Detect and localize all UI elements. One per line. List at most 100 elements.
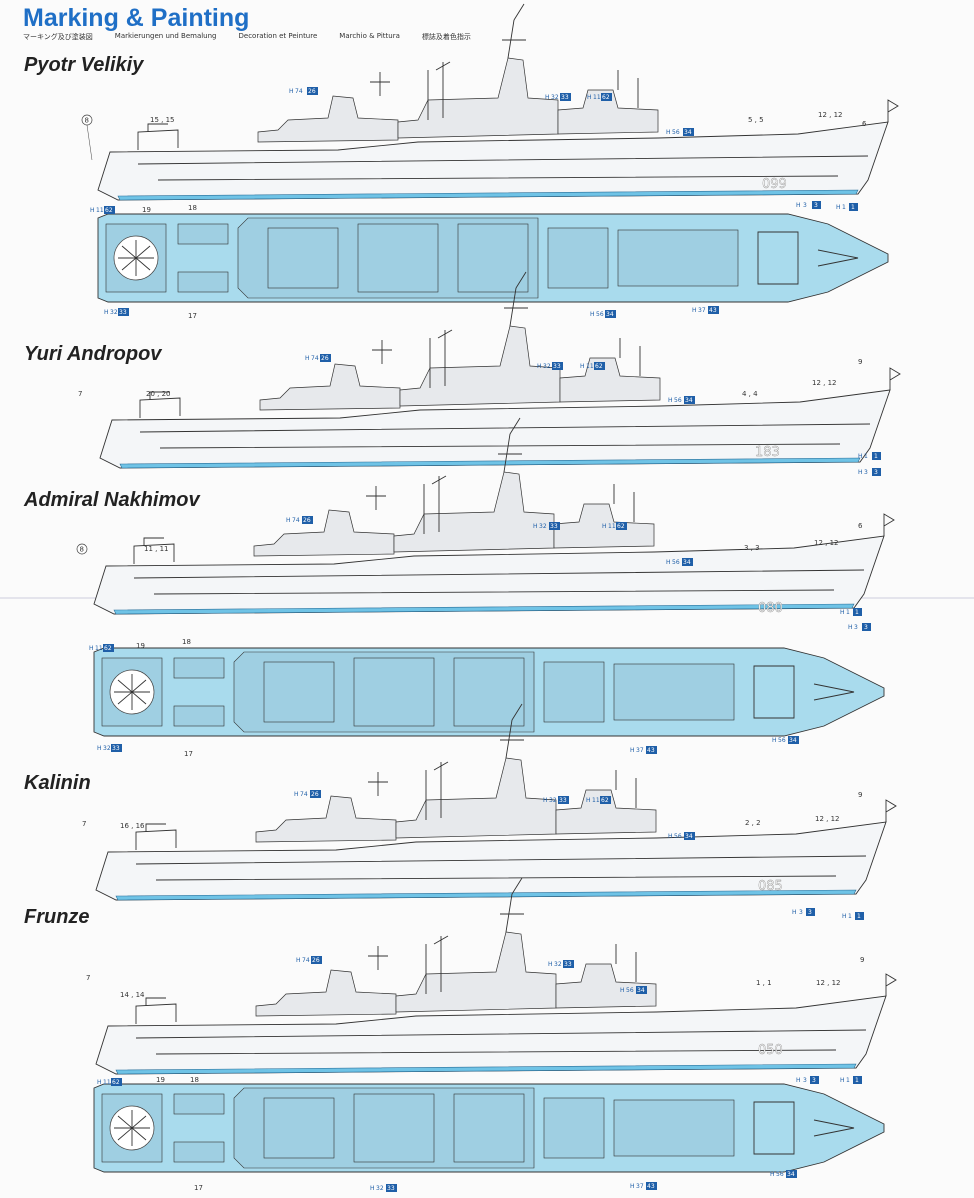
callout-label: 5 , 5 <box>748 116 764 124</box>
code-prefix: H <box>286 517 291 524</box>
hull-number-pyotr-velikiy: 099 <box>762 177 787 192</box>
code-value: 56 <box>776 1171 784 1178</box>
callout-label: 9 <box>858 791 862 799</box>
callout-label: 18 <box>190 1076 199 1084</box>
paint-codes-admiral-nakhimov: H 74 26 H 32 33 H 11 62 H 56 34 H 1 1 H … <box>89 516 871 754</box>
code-value: 37 <box>698 307 706 314</box>
code-prefix: H <box>630 747 635 754</box>
code-value: 37 <box>636 747 644 754</box>
code-number: 33 <box>387 1185 395 1192</box>
code-number: 33 <box>119 309 127 316</box>
code-prefix: H <box>772 737 777 744</box>
subtitle-fr: Decoration et Peinture <box>238 32 318 40</box>
code-value: 1 <box>848 913 852 920</box>
code-number: 62 <box>601 797 609 804</box>
code-number: 1 <box>855 609 859 616</box>
code-value: 32 <box>549 797 557 804</box>
code-value: 1 <box>846 1077 850 1084</box>
code-number: 62 <box>595 363 603 370</box>
code-value: 11 <box>95 645 103 652</box>
code-number: 62 <box>617 523 625 530</box>
callout-label: 7 <box>78 390 82 398</box>
code-value: 11 <box>608 523 616 530</box>
callout-label: 19 <box>156 1076 165 1084</box>
code-prefix: H <box>796 202 801 209</box>
ship-name-yuri-andropov: Yuri Andropov <box>24 343 162 365</box>
code-prefix: H <box>289 88 294 95</box>
code-number: 33 <box>553 363 561 370</box>
code-value: 32 <box>554 961 562 968</box>
code-value: 1 <box>846 609 850 616</box>
code-prefix: H <box>858 469 863 476</box>
code-prefix: H <box>90 207 95 214</box>
code-value: 32 <box>551 94 559 101</box>
callout-label: 17 <box>188 312 197 320</box>
callout-label: 7 <box>86 974 90 982</box>
ship-name-kalinin: Kalinin <box>24 772 91 794</box>
code-number: 33 <box>559 797 567 804</box>
code-value: 32 <box>376 1185 384 1192</box>
callout-label: 12 , 12 <box>812 379 837 387</box>
code-value: 32 <box>539 523 547 530</box>
paint-codes-kalinin: H 74 26 H 32 33 H 11 62 H 56 34 H 3 3 H … <box>294 790 864 920</box>
code-value: 56 <box>626 987 634 994</box>
plan-frunze <box>93 1083 885 1173</box>
code-number: 33 <box>564 961 572 968</box>
code-number: 34 <box>787 1171 795 1178</box>
callout-label: 12 , 12 <box>815 815 840 823</box>
code-prefix: H <box>537 363 542 370</box>
code-number: 3 <box>864 624 868 631</box>
ship-name-pyotr-velikiy: Pyotr Velikiy <box>24 54 144 76</box>
callout-label: 2 , 2 <box>745 819 761 827</box>
code-value: 11 <box>96 207 104 214</box>
code-value: 37 <box>636 1183 644 1190</box>
code-prefix: H <box>545 94 550 101</box>
code-prefix: H <box>792 909 797 916</box>
code-value: 3 <box>864 469 868 476</box>
code-value: 3 <box>854 624 858 631</box>
code-number: 33 <box>550 523 558 530</box>
code-value: 56 <box>596 311 604 318</box>
code-number: 1 <box>857 913 861 920</box>
callout-label: 12 , 12 <box>814 539 839 547</box>
code-number: 34 <box>683 559 691 566</box>
callout-group-pyotr-velikiy: 8 15 , 15 6 12 , 12 5 , 5 19 18 17 <box>81 111 867 320</box>
code-number: 26 <box>308 88 316 95</box>
code-prefix: H <box>848 624 853 631</box>
paint-codes-yuri-andropov: H 74 26 H 32 33 H 11 62 H 56 34 H 1 1 H … <box>305 354 881 476</box>
paint-codes-pyotr-velikiy: H 74 26 H 32 33 H 11 62 H 56 34 H 3 3 H … <box>90 87 858 318</box>
code-prefix: H <box>842 913 847 920</box>
code-prefix: H <box>602 523 607 530</box>
code-value: 3 <box>803 1077 807 1084</box>
callout-label: 1 , 1 <box>756 979 772 987</box>
code-value: 74 <box>292 517 300 524</box>
subtitle-de: Markierungen und Bemalung <box>114 32 217 40</box>
code-value: 32 <box>110 309 118 316</box>
code-number: 34 <box>684 129 692 136</box>
page-title: Marking & Painting <box>23 4 250 32</box>
code-value: 11 <box>593 94 601 101</box>
callout-label: 18 <box>188 204 197 212</box>
code-value: 11 <box>586 363 594 370</box>
subtitle-it: Marchio & Pittura <box>339 32 400 40</box>
callout-label: 19 <box>142 206 151 214</box>
callout-group-frunze: 7 14 , 14 9 12 , 12 1 , 1 19 18 17 <box>86 956 864 1192</box>
code-number: 34 <box>789 737 797 744</box>
code-prefix: H <box>620 987 625 994</box>
code-prefix: H <box>666 129 671 136</box>
code-value: 3 <box>803 202 807 209</box>
code-number: 34 <box>685 397 693 404</box>
callout-label: 4 , 4 <box>742 390 758 398</box>
callout-label: 6 <box>862 120 867 128</box>
code-value: 56 <box>778 737 786 744</box>
code-value: 74 <box>311 355 319 362</box>
code-number: 43 <box>647 747 655 754</box>
code-number: 3 <box>808 909 812 916</box>
callout-label: 20 , 20 <box>146 390 171 398</box>
paint-codes-frunze: H 74 26 H 32 33 H 56 34 H 3 3 H 1 1 H 11… <box>97 956 862 1192</box>
code-prefix: H <box>104 309 109 316</box>
code-number: 34 <box>685 833 693 840</box>
code-prefix: H <box>294 791 299 798</box>
code-prefix: H <box>840 1077 845 1084</box>
